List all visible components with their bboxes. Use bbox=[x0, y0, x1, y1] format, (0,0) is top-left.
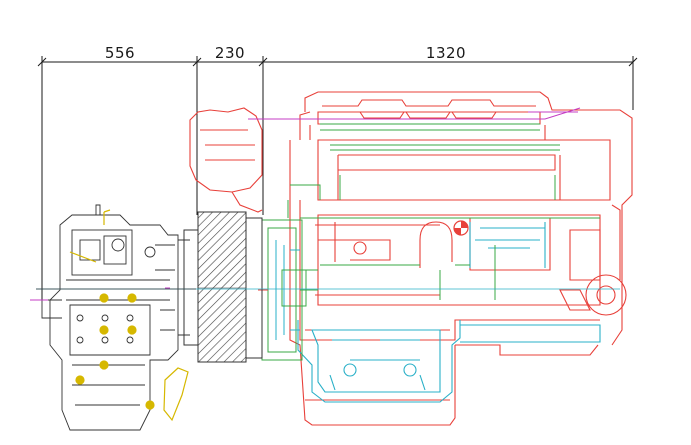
dimension-label-engine: 1320 bbox=[426, 44, 466, 62]
dimension-label-gearbox: 556 bbox=[105, 44, 135, 62]
gearbox-accents bbox=[69, 209, 189, 422]
coupling bbox=[183, 211, 263, 363]
axis-marks bbox=[30, 287, 170, 301]
dimension-label-coupling: 230 bbox=[215, 44, 245, 62]
engine-block bbox=[189, 91, 633, 426]
gearbox bbox=[41, 204, 190, 431]
oil-sump bbox=[297, 222, 601, 403]
piping bbox=[287, 123, 600, 300]
center-of-gravity-marker bbox=[453, 220, 469, 236]
flywheel-housing bbox=[258, 219, 307, 361]
magenta-guide bbox=[248, 107, 581, 120]
dimension-group bbox=[37, 56, 638, 300]
